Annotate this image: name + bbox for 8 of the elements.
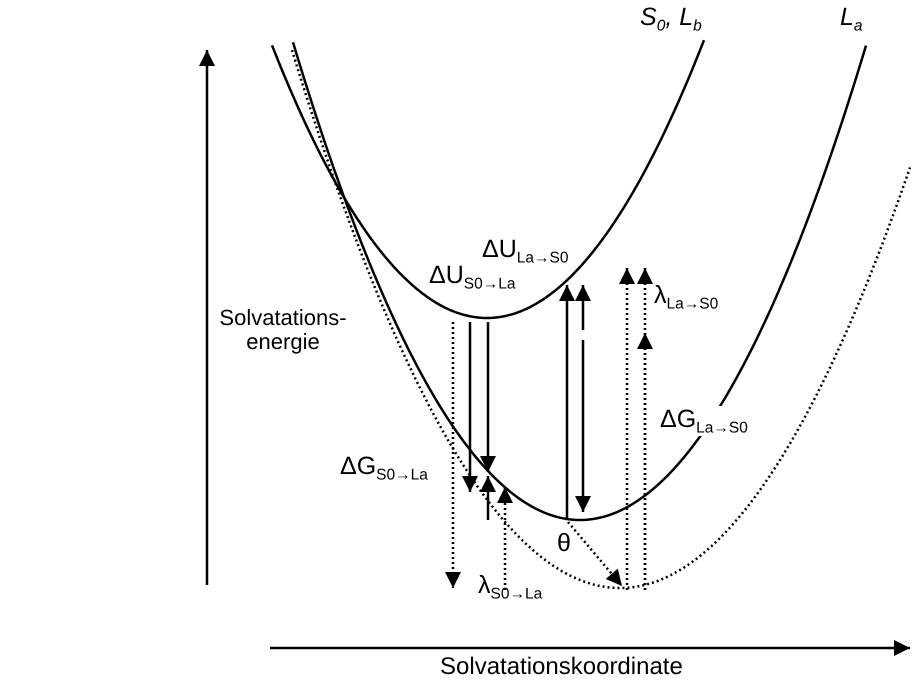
angle-label: θ bbox=[557, 530, 571, 558]
reorganization-energy-label: λ$_{S0→La}$ bbox=[478, 572, 542, 602]
curve-label: L$_{a}$ bbox=[840, 4, 863, 34]
free-energy-label: ΔG$_{S0→La}$ bbox=[340, 453, 428, 484]
axis-title: Solvatations-energie bbox=[218, 306, 348, 354]
reorganization-energy-label: λ$_{La→S0}$ bbox=[654, 282, 718, 312]
curve-label: S$_{0}$, L$_{b}$ bbox=[640, 4, 702, 34]
axis-title: Solvatationskoordinate bbox=[440, 654, 683, 680]
